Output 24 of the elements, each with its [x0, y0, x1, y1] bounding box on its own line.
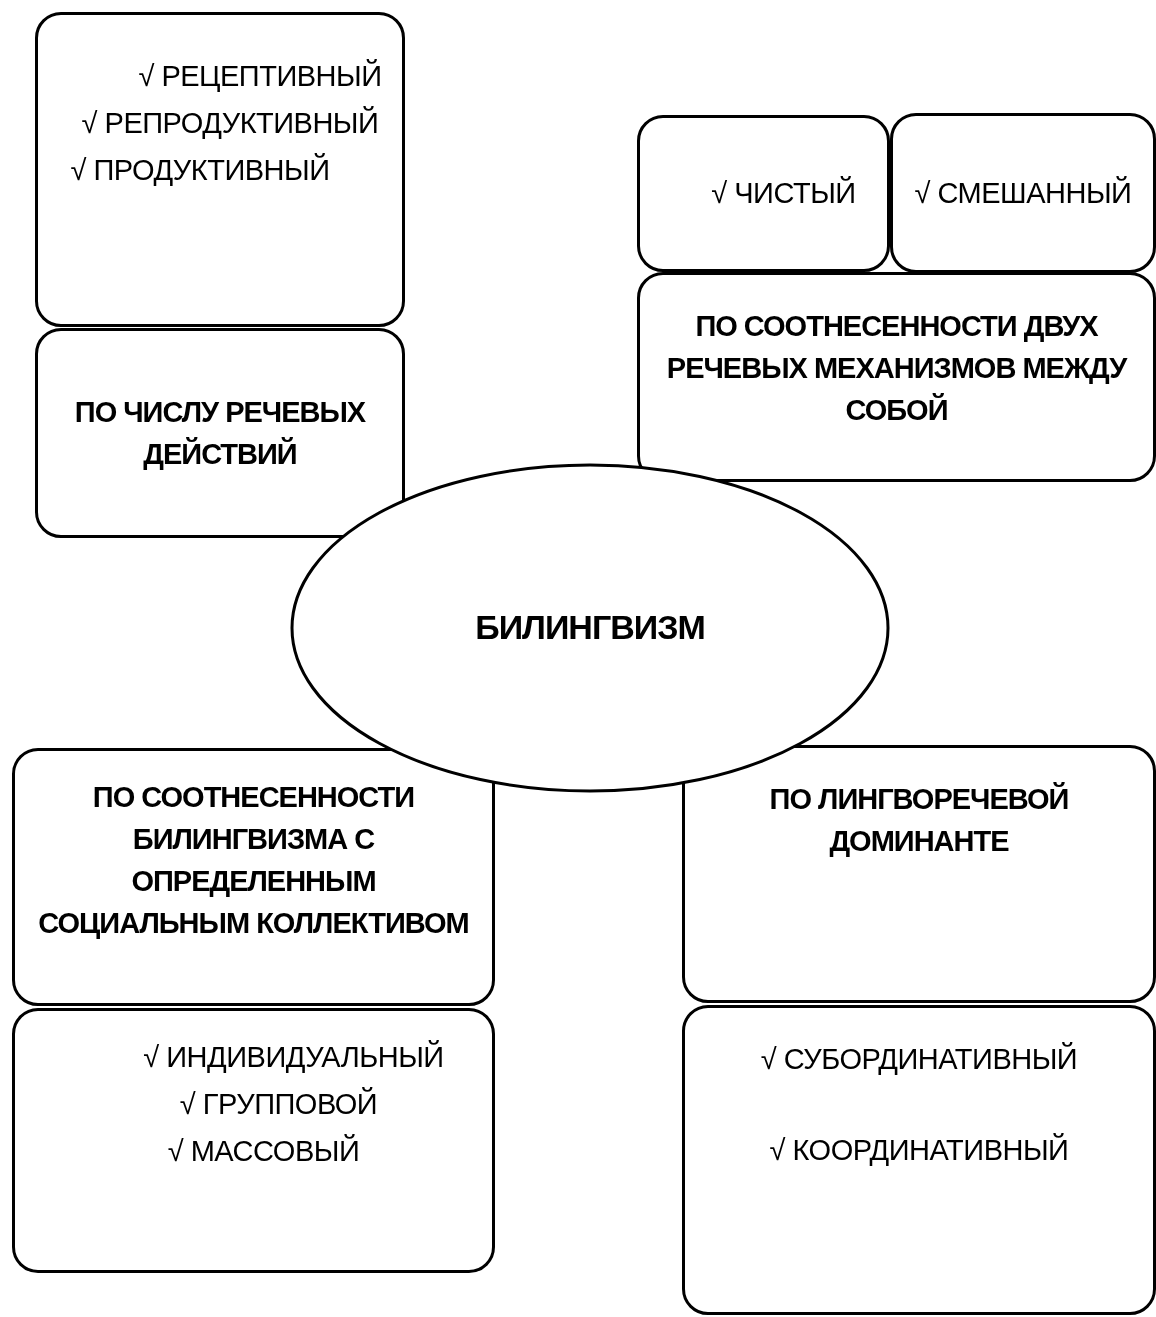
- category-heading: ПО ЛИНГВОРЕЧЕВОЙ ДОМИНАНТЕ: [768, 781, 1070, 860]
- types-box: [637, 115, 890, 272]
- category-box: [12, 748, 495, 1006]
- types-box: [890, 113, 1156, 273]
- category-box: [682, 745, 1156, 1003]
- type-item: √ ПРОДУКТИВНЫЙ: [70, 154, 330, 187]
- types-box: [682, 1005, 1156, 1315]
- type-item: √ КООРДИНАТИВНЫЙ: [769, 1134, 1069, 1167]
- type-item: √ РЕЦЕПТИВНЫЙ: [138, 60, 382, 93]
- type-item: √ ЧИСТЫЙ: [711, 177, 856, 210]
- category-heading: ПО ЧИСЛУ РЕЧЕВЫХ ДЕЙСТВИЙ: [73, 394, 367, 472]
- type-item: √ СМЕШАННЫЙ: [914, 176, 1132, 210]
- type-item: √ СУБОРДИНАТИВНЫЙ: [760, 1043, 1078, 1076]
- type-item: √ ИНДИВИДУАЛЬНЫЙ: [143, 1041, 444, 1074]
- types-box: [12, 1008, 495, 1273]
- type-item: √ РЕПРОДУКТИВНЫЙ: [81, 107, 379, 140]
- category-heading: ПО СООТНЕСЕННОСТИ ДВУХ РЕЧЕВЫХ МЕХАНИЗМОВ МЕЖДУ СОБОЙ: [665, 309, 1129, 429]
- type-item: √ ГРУППОВОЙ: [179, 1088, 378, 1121]
- category-box: [637, 272, 1156, 482]
- category-box: [35, 328, 405, 538]
- central-term: БИЛИНГВИЗМ: [474, 607, 706, 649]
- type-item: √ МАССОВЫЙ: [167, 1135, 360, 1168]
- category-heading: ПО СООТНЕСЕННОСТИ БИЛИНГВИЗМА С ОПРЕДЕЛЕННЫМ СОЦИАЛЬНЫМ КОЛЛЕКТИВОМ: [37, 780, 470, 942]
- types-box: [35, 12, 405, 327]
